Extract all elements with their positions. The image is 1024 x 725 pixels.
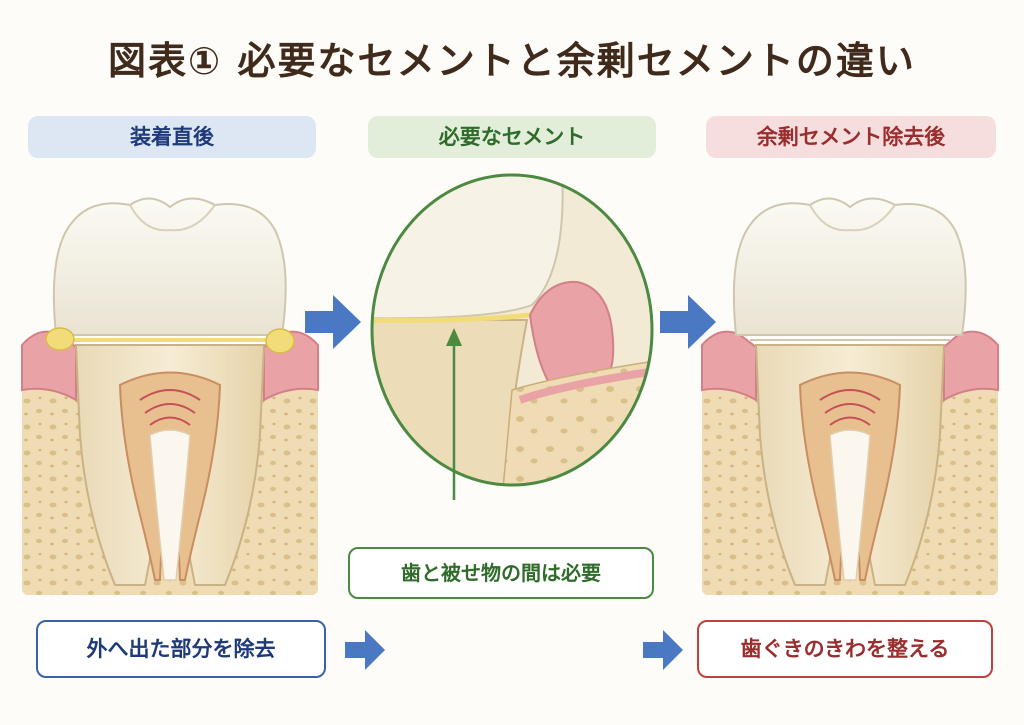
figure-title: 図表① 必要なセメントと余剰セメントの違い — [108, 39, 916, 83]
excess-cement-right — [265, 328, 295, 354]
crown — [52, 197, 287, 336]
pulp-core — [149, 429, 191, 581]
header-necessary-cement: 必要なセメント — [368, 116, 656, 158]
right-arrow-icon — [643, 630, 683, 670]
pulp-vessels — [139, 389, 201, 426]
pointer-arrowhead — [446, 328, 462, 346]
excess-cement-left — [45, 327, 75, 351]
tooth-clean-margin-illustration — [701, 197, 999, 595]
right-arrow-icon — [660, 295, 716, 349]
magnified-cement-layer — [372, 312, 531, 323]
gum-tissue — [943, 330, 999, 402]
magnifier-circle — [370, 173, 654, 487]
magnified-gum-margin — [518, 366, 652, 404]
header-after-excess-removal: 余剰セメント除去後 — [706, 116, 996, 158]
pulp-vessels — [819, 389, 881, 426]
note-tidy-gumline: 歯ぐきのきわを整える — [697, 620, 993, 678]
crown-cusp-line — [809, 204, 896, 232]
gum-tissue — [701, 330, 757, 402]
tooth-with-excess-cement-illustration — [21, 197, 319, 595]
note-remove-excess: 外へ出た部分を除去 — [36, 620, 326, 678]
crown — [732, 197, 967, 336]
right-arrow-icon — [345, 630, 385, 670]
magnified-tooth-root — [372, 319, 529, 485]
header-after-placement: 装着直後 — [28, 116, 316, 158]
crown-cusp-line — [129, 204, 216, 232]
right-arrow-icon — [305, 295, 361, 349]
callout-necessary-cement: 歯と被せ物の間は必要 — [348, 547, 654, 599]
magnified-margin-illustration — [370, 173, 654, 500]
pulp-core — [829, 429, 871, 581]
magnified-gum — [528, 280, 615, 397]
magnified-crown — [372, 175, 564, 320]
